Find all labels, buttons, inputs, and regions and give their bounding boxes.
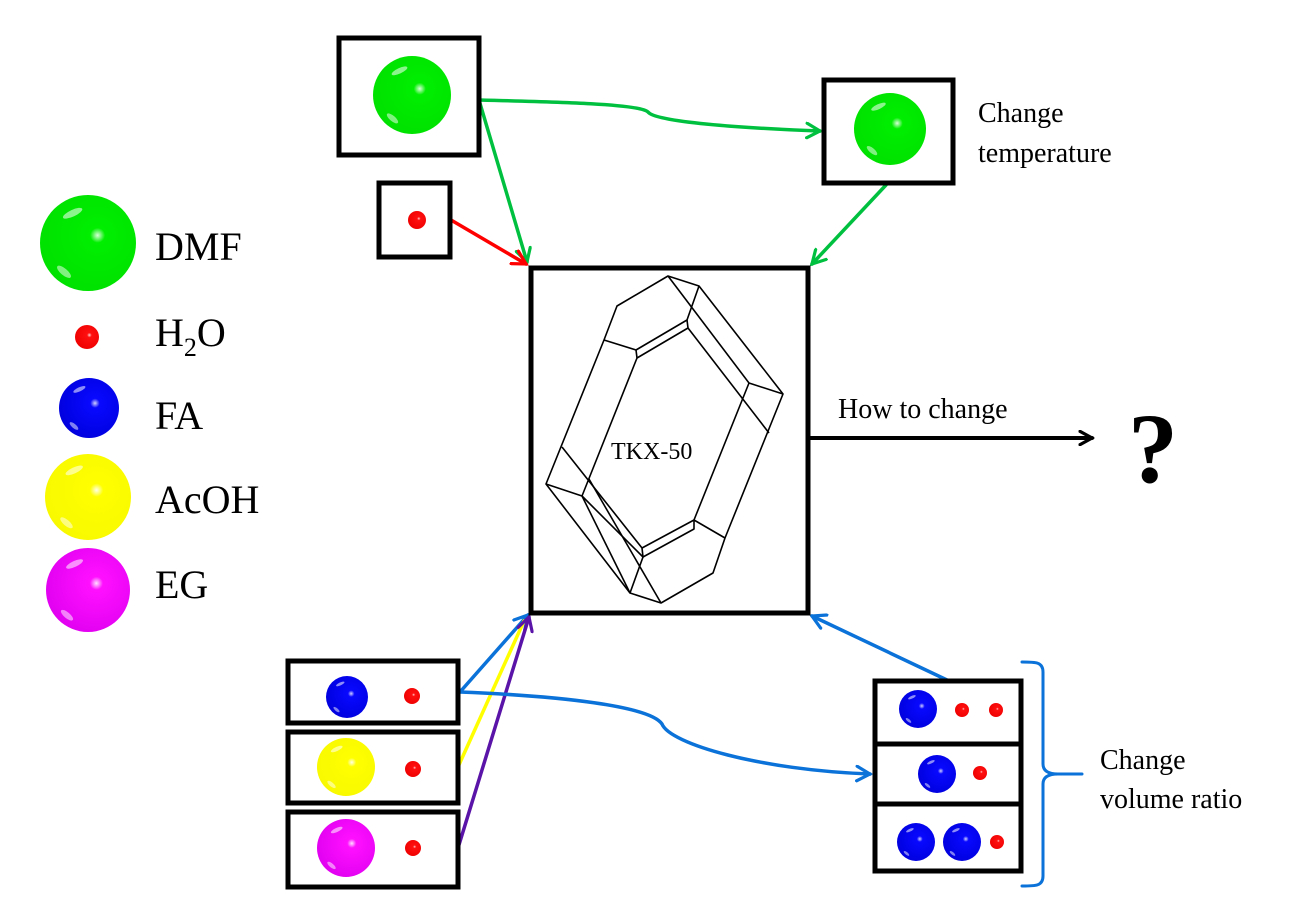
arrow-eg-mix-to-crystal <box>456 617 529 850</box>
eg-molecule-icon <box>46 548 130 632</box>
h2o-molecule-icon <box>404 688 420 704</box>
solvent-mixture-fa-h2o <box>285 658 461 726</box>
legend-label-eg: EG <box>155 562 208 607</box>
fa-molecule-icon <box>326 676 368 718</box>
h2o-molecule-icon <box>75 325 99 349</box>
volume-note-line2: volume ratio <box>1100 784 1242 815</box>
crystal-label: TKX-50 <box>611 439 692 465</box>
fa-molecule-icon <box>897 823 935 861</box>
legend-label-h2o: H2O <box>155 310 226 362</box>
solvent-mixture-acoh-h2o <box>285 729 461 806</box>
h2o-source-box <box>376 180 453 260</box>
temperature-note-line2: temperature <box>978 138 1112 169</box>
dmf-molecule-icon <box>854 93 926 165</box>
crystal-box: TKX-50 <box>528 265 811 616</box>
volume-ratio-1-fa-1-h2o <box>918 755 987 793</box>
dmf-source-box <box>336 35 482 158</box>
arrows <box>449 98 1092 888</box>
legend-label-dmf: DMF <box>155 224 242 269</box>
arrow-dmf-to-temperature <box>477 98 820 131</box>
legend-label-acoh: AcOH <box>155 477 259 522</box>
temperature-box <box>821 77 956 186</box>
h2o-molecule-icon <box>405 840 421 856</box>
volume-ratio-bracket <box>1020 660 1084 888</box>
h2o-molecule-icon <box>973 766 987 780</box>
h2o-molecule-icon <box>408 211 426 229</box>
tkx50-crystal-icon <box>545 275 784 604</box>
arrow-temperature-to-crystal <box>812 183 888 264</box>
arrow-volume-ratios-to-crystal <box>812 616 949 682</box>
dmf-molecule-icon <box>373 56 451 134</box>
volume-ratio-stack <box>872 678 1024 874</box>
temperature-note-line1: Change <box>978 98 1064 129</box>
volume-ratio-1-fa-2-h2o <box>899 690 1003 728</box>
question-mark: ? <box>1128 393 1178 504</box>
legend-item-h2o: H2O <box>75 310 226 362</box>
legend: DMF H2O FA AcOH EG <box>40 195 259 632</box>
fa-molecule-icon <box>59 378 119 438</box>
h2o-molecule-icon <box>405 761 421 777</box>
legend-label-fa: FA <box>155 393 203 438</box>
h2o-molecule-icon <box>989 703 1003 717</box>
volume-note-line1: Change <box>1100 745 1186 776</box>
volume-ratio-2-fa-1-h2o <box>897 823 1004 861</box>
fa-molecule-icon <box>943 823 981 861</box>
legend-item-dmf: DMF <box>40 195 242 291</box>
legend-item-fa: FA <box>59 378 203 438</box>
arrow-fa-mix-to-volume-ratios <box>458 690 870 774</box>
solvent-mixture-eg-h2o <box>285 809 461 890</box>
how-to-change-label: How to change <box>838 394 1008 425</box>
fa-molecule-icon <box>918 755 956 793</box>
eg-molecule-icon <box>317 819 375 877</box>
arrow-dmf-to-crystal <box>477 98 527 262</box>
acoh-molecule-icon <box>45 454 131 540</box>
fa-molecule-icon <box>899 690 937 728</box>
legend-item-eg: EG <box>46 548 208 632</box>
h2o-molecule-icon <box>990 835 1004 849</box>
dmf-molecule-icon <box>40 195 136 291</box>
arrow-h2o-to-crystal <box>449 218 526 266</box>
legend-item-acoh: AcOH <box>45 454 259 540</box>
h2o-molecule-icon <box>955 703 969 717</box>
acoh-molecule-icon <box>317 738 375 796</box>
